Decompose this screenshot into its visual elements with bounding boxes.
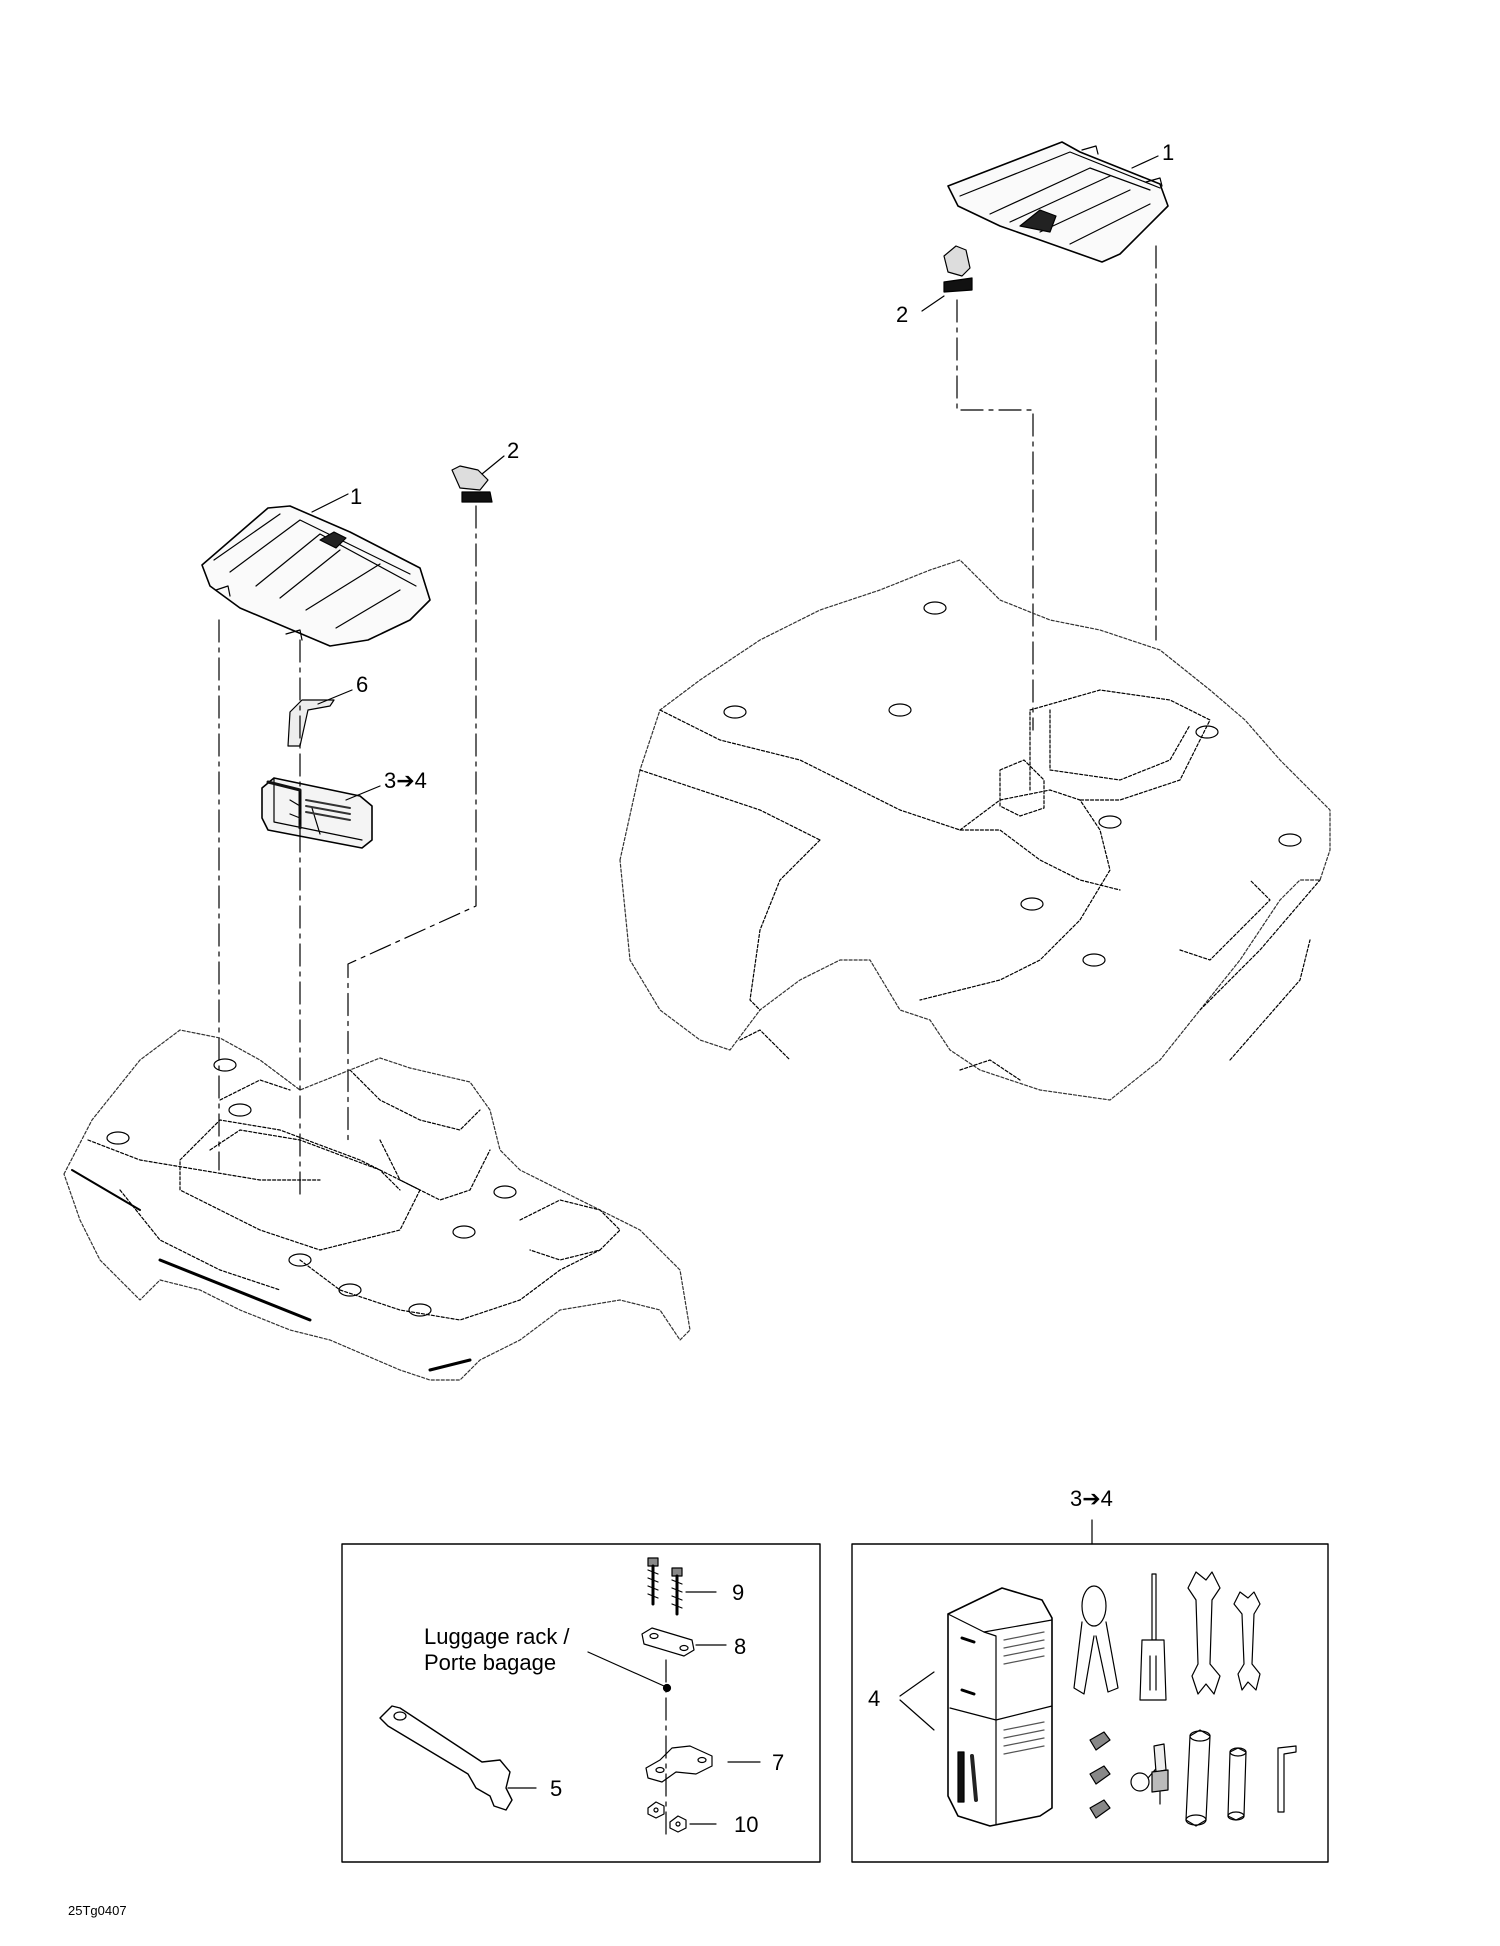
rack-nuts — [648, 1802, 686, 1832]
rear-fender-bosses — [724, 602, 1301, 966]
tool-hex-key — [1278, 1746, 1296, 1812]
callout-rack-screws: 9 — [732, 1580, 745, 1605]
callout-left-cover: 1 — [350, 484, 363, 509]
callout-right-cover: 1 — [1162, 140, 1175, 165]
left-clip — [452, 466, 492, 502]
luggage-rack-note-fr: Porte bagage — [424, 1650, 557, 1675]
callout-leader-left-toolkit — [346, 786, 380, 800]
left-storage-cover — [202, 506, 430, 646]
tool-pliers — [1074, 1586, 1118, 1694]
callout-rack-bracket: 7 — [772, 1750, 785, 1775]
tool-fuses — [1090, 1732, 1110, 1818]
callout-leader-left-strap — [318, 690, 352, 704]
luggage-rack-note-en: Luggage rack / — [424, 1624, 570, 1649]
tool-open-wrench-small — [1234, 1592, 1260, 1690]
callout-leader-left-clip — [482, 456, 504, 474]
right-storage-cover — [948, 142, 1168, 262]
callout-leader-left-cover — [312, 494, 348, 512]
front-fender-edge-bars — [72, 1170, 470, 1370]
rack-plate — [642, 1628, 694, 1656]
tool-socket-wrench-b — [1228, 1748, 1246, 1820]
callout-toolkit-case: 4 — [868, 1686, 881, 1711]
tool-screwdriver — [1140, 1574, 1166, 1700]
luggage-rack-hardware-panel — [342, 1544, 820, 1862]
toolkit-case — [948, 1588, 1052, 1826]
callout-leader-right-cover — [1132, 156, 1158, 168]
luggage-rack-point — [664, 1685, 671, 1692]
callout-left-toolkit: 3➔4 — [384, 768, 427, 793]
rack-screws — [648, 1558, 682, 1614]
callout-rack-nuts: 10 — [734, 1812, 759, 1837]
toolkit-contents-panel — [852, 1544, 1328, 1862]
callout-leader-right-clip — [922, 296, 944, 311]
rear-fender-assembly — [620, 560, 1330, 1100]
right-clip — [944, 246, 972, 292]
callout-rack-wrench: 5 — [550, 1776, 563, 1801]
rack-wrench — [380, 1706, 512, 1810]
front-fender-bosses — [107, 1059, 516, 1316]
front-fender-assembly — [64, 1030, 690, 1380]
left-toolkit — [262, 778, 372, 848]
luggage-rack-note: Luggage rack / Porte bagage — [424, 1624, 570, 1676]
tool-open-wrench-large — [1188, 1572, 1220, 1694]
callout-right-clip: 2 — [896, 302, 909, 327]
callout-rack-plate: 8 — [734, 1634, 747, 1659]
left-strap — [288, 700, 334, 746]
toolkit-box-header: 3➔4 — [1070, 1486, 1113, 1511]
right-assembly-lines — [957, 246, 1156, 730]
left-assembly-lines — [219, 506, 476, 1200]
callout-left-strap: 6 — [356, 672, 369, 697]
drawing-code: 25Tg0407 — [68, 1903, 127, 1918]
rack-bracket — [646, 1746, 712, 1782]
callout-left-clip: 2 — [507, 438, 520, 463]
tool-socket-wrench-a — [1186, 1730, 1210, 1826]
tool-spark-plug — [1152, 1744, 1168, 1804]
callout-leader-toolkit-case — [900, 1672, 934, 1730]
luggage-rack-leader — [588, 1652, 664, 1686]
